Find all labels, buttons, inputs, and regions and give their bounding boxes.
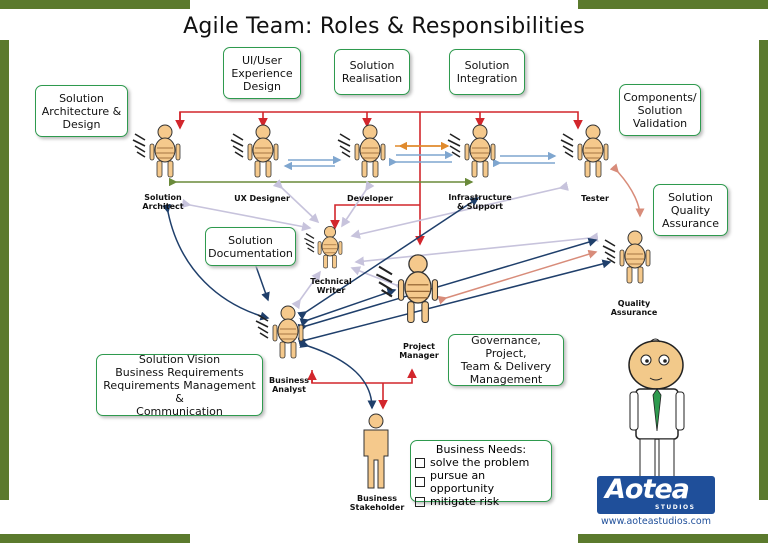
- aotea-logo: Aotea STUDIOS: [597, 474, 715, 514]
- logo-wordmark: Aotea: [605, 474, 690, 505]
- frame-bottom-left: [0, 534, 190, 543]
- label-tester: Tester: [581, 194, 609, 203]
- developer-figure: [337, 124, 386, 178]
- box-solution-realisation: Solution Realisation: [334, 49, 410, 95]
- label-developer: Developer: [346, 194, 394, 203]
- salmon-arrows: [437, 163, 645, 305]
- red-bottom-bracket: [307, 368, 417, 410]
- box-solution-documentation: Solution Documentation: [205, 227, 296, 266]
- box-solution-quality: Solution Quality Assurance: [653, 184, 728, 236]
- logo-subtitle: STUDIOS: [655, 504, 696, 511]
- cartoon-mascot: [628, 338, 685, 484]
- quality-assurance-figure: [602, 230, 651, 284]
- label-project-manager: Project Manager: [399, 342, 439, 360]
- label-ux-designer: UX Designer: [234, 194, 290, 203]
- box-governance: Governance, Project, Team & Delivery Man…: [448, 334, 564, 386]
- frame-top-left: [0, 0, 190, 9]
- checkbox-icon: [415, 477, 425, 487]
- tester-figure: [560, 124, 609, 178]
- box-solution-integration: Solution Integration: [449, 49, 525, 95]
- checkbox-icon: [415, 457, 425, 468]
- box-solution-architecture: Solution Architecture & Design: [35, 85, 128, 137]
- solution-architect-figure: [132, 124, 181, 178]
- project-manager-figure: [375, 253, 439, 324]
- business-need-item: mitigate risk: [415, 495, 547, 508]
- diagram-title: Agile Team: Roles & Responsibilities: [183, 14, 585, 39]
- box-solution-vision: Solution Vision Business Requirements Re…: [96, 353, 263, 418]
- label-quality-assurance: Quality Assurance: [610, 299, 658, 317]
- label-infrastructure: Infrastructure & Support: [448, 193, 512, 211]
- ux-designer-figure: [230, 124, 279, 178]
- frame-right: [759, 40, 768, 500]
- business-needs-box: Business Needs: solve the problem pursue…: [410, 440, 552, 508]
- technical-writer-figure: [303, 225, 343, 269]
- red-top-bracket: [175, 111, 583, 246]
- business-analyst-figure: [255, 305, 304, 359]
- business-need-item: pursue an opportunity: [415, 469, 547, 495]
- business-stakeholder-figure: [363, 413, 389, 489]
- infrastructure-figure: [447, 124, 496, 178]
- business-needs-heading: Business Needs:: [435, 443, 527, 456]
- website-url[interactable]: www.aoteastudios.com: [601, 516, 711, 527]
- box-ux-design: UI/User Experience Design: [223, 47, 301, 99]
- label-business-analyst: Business Analyst: [269, 376, 309, 394]
- box-components-validation: Components/ Solution Validation: [619, 84, 701, 136]
- label-business-stakeholder: Business Stakeholder: [349, 494, 405, 512]
- frame-top-right: [578, 0, 768, 9]
- frame-left: [0, 40, 9, 500]
- business-need-item: solve the problem: [415, 456, 547, 469]
- checkbox-icon: [415, 496, 425, 507]
- frame-bottom-right: [578, 534, 768, 543]
- label-solution-architect: Solution Architect: [142, 193, 184, 211]
- label-technical-writer: Technical Writer: [310, 277, 352, 295]
